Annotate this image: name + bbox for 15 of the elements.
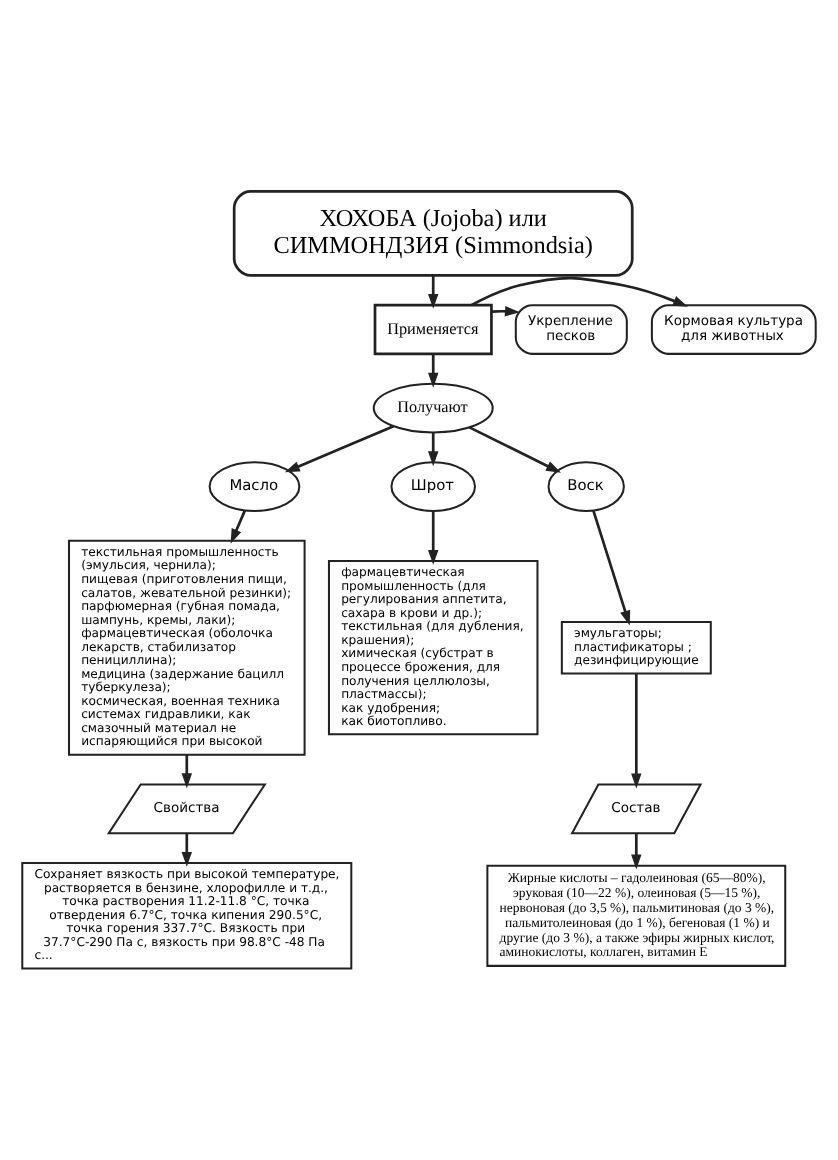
- arrow: [181, 833, 192, 867]
- arrow: [468, 426, 562, 473]
- arrow: [428, 432, 439, 467]
- arrow: [470, 276, 688, 307]
- arrow: [491, 306, 520, 317]
- arrow: [284, 425, 395, 473]
- arrow: [428, 354, 439, 388]
- arrow: [230, 510, 247, 544]
- arrow: [631, 833, 642, 870]
- arrow: [428, 510, 439, 565]
- node-box: ХОХОБА (Jojoba) или СИММОНДЗИЯ (Simmondsia): [232, 190, 634, 277]
- arrow: [181, 754, 192, 789]
- arrow: [428, 275, 439, 309]
- arrow: [631, 673, 642, 789]
- arrow: [592, 510, 631, 626]
